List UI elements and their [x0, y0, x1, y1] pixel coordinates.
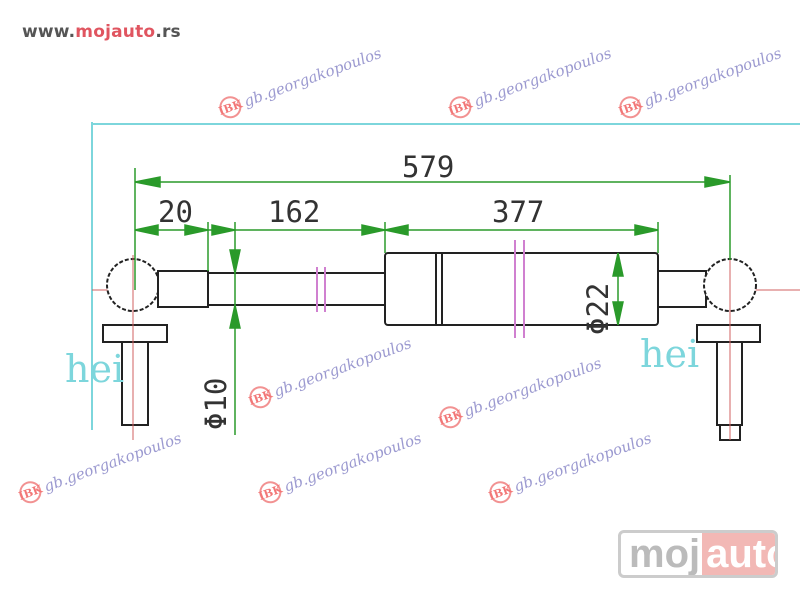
url-prefix: www. — [22, 22, 76, 42]
logo-part-auto: auto — [702, 533, 775, 575]
label-right: hei — [640, 332, 699, 376]
dim-rod-length: 162 — [268, 195, 320, 229]
dim-body-diameter: Φ22 — [581, 283, 615, 335]
right-neck — [657, 270, 707, 308]
label-left: hei — [65, 347, 124, 391]
logo-part-moj: moj — [629, 532, 701, 576]
section-markers — [316, 240, 525, 338]
piston-rod — [207, 272, 386, 306]
url-brand: mojauto — [75, 22, 156, 42]
site-url[interactable]: www.mojauto.rs — [22, 22, 181, 42]
spring-outline — [102, 252, 761, 441]
right-collar — [696, 324, 761, 343]
left-stud — [121, 341, 149, 426]
dim-body-length: 377 — [492, 195, 544, 229]
dim-rod-diameter: Φ10 — [199, 378, 233, 430]
mojauto-logo: moj auto — [618, 530, 778, 578]
dim-end-offset: 20 — [158, 195, 193, 229]
url-suffix: .rs — [155, 22, 181, 42]
dimension-lines — [134, 168, 731, 435]
left-collar — [102, 324, 168, 343]
left-neck — [157, 270, 209, 308]
dim-overall-length: 579 — [402, 150, 454, 184]
